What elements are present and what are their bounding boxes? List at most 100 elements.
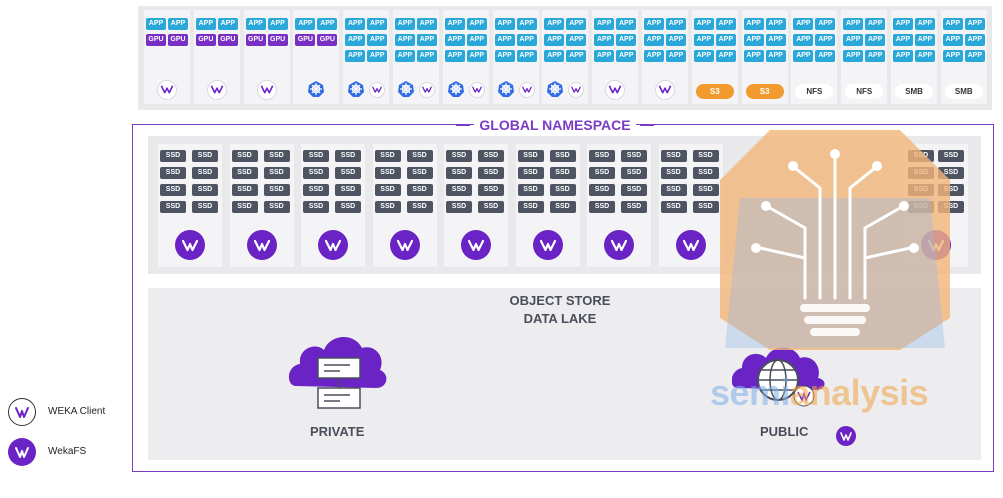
ssd-drive: SSD [303,167,329,179]
app-tag: APP [345,34,366,46]
ssd-drive: SSD [303,201,329,213]
app-tag: APP [146,18,166,30]
ssd-drive: SSD [160,167,186,179]
app-tag: APP [466,50,487,62]
ssd-drive: SSD [478,184,504,196]
app-tag: APP [544,18,565,30]
app-tag: APP [915,50,935,62]
ssd-drive: SSD [549,201,576,213]
wekafs-icon [246,230,277,260]
app-tag: APP [367,18,388,30]
app-tag: APP [915,34,935,46]
weka-client-icon [419,82,435,98]
ssd-drive: SSD [231,201,258,213]
app-tag: APP [942,50,963,62]
ssd-drive: SSD [303,150,329,162]
app-tag: APP [168,18,188,30]
nfs-protocol-badge: NFS [845,84,884,99]
app-tag: APP [865,18,886,30]
ssd-drive: SSD [549,150,576,162]
app-tag: APP [417,50,437,62]
app-tag: APP [444,50,465,62]
app-tag: APP [666,34,686,46]
ssd-drive: SSD [692,184,719,196]
app-tag: APP [693,18,714,30]
ssd-drive: SSD [335,167,361,179]
wekafs-icon [389,230,420,260]
ssd-drive: SSD [335,201,361,213]
ssd-drive: SSD [231,167,258,179]
gpu-tag: GPU [195,34,216,46]
private-label: PRIVATE [310,424,365,439]
ssd-drive: SSD [621,201,647,213]
kubernetes-icon [307,80,325,98]
ssd-drive: SSD [374,167,401,179]
ssd-drive: SSD [263,184,290,196]
ssd-drive: SSD [446,150,472,162]
app-tag: APP [544,34,565,46]
ssd-drive: SSD [374,201,401,213]
server-strip: SSD SSD SSD SSD SSD SSD SSD SSD SSD SSD SSD SSD SSD S… [148,136,981,274]
app-tag: APP [245,18,266,30]
ssd-drive: SSD [374,184,401,196]
app-tag: APP [544,50,565,62]
app-tag: APP [566,18,587,30]
app-tag: APP [267,18,288,30]
app-tag: APP [566,34,587,46]
app-tag: APP [915,18,935,30]
semianalysis-watermark: semianalysis [710,372,929,414]
watermark-part2: analysis [790,372,929,413]
kubernetes-icon [447,80,465,98]
ssd-drive: SSD [621,167,647,179]
app-tag: APP [715,34,736,46]
app-tag: APP [793,50,814,62]
ssd-drive: SSD [335,184,361,196]
app-tag: APP [865,34,886,46]
kubernetes-icon [347,80,365,98]
watermark-part1: semi [710,372,791,413]
ssd-drive: SSD [478,167,504,179]
ssd-drive: SSD [192,167,218,179]
app-tag: APP [417,18,437,30]
app-tag: APP [964,18,985,30]
wekafs-icon [532,230,563,260]
app-tag: APP [395,34,415,46]
ssd-drive: SSD [621,184,647,196]
ssd-drive: SSD [908,167,934,179]
ssd-drive: SSD [589,201,615,213]
app-tag: APP [815,50,836,62]
app-tag: APP [666,50,686,62]
wekafs-legend-icon [8,438,36,466]
ssd-drive: SSD [938,184,964,196]
app-tag: APP [693,34,714,46]
ssd-drive: SSD [406,201,433,213]
app-tag: APP [594,18,615,30]
ssd-drive: SSD [192,201,218,213]
app-tag: APP [367,50,388,62]
app-tag: APP [516,34,537,46]
app-tag: APP [494,34,515,46]
smb-protocol-badge: SMB [944,84,983,99]
s3-protocol-badge: S3 [745,84,784,99]
app-tag: APP [743,50,764,62]
ssd-drive: SSD [160,150,186,162]
gpu-tag: GPU [217,34,238,46]
ssd-drive: SSD [660,184,687,196]
app-tag: APP [466,18,487,30]
ssd-drive: SSD [908,184,934,196]
ssd-drive: SSD [589,150,615,162]
app-tag: APP [395,50,415,62]
app-tag: APP [217,18,238,30]
ssd-drive: SSD [692,150,719,162]
app-tag: APP [616,50,637,62]
gpu-tag: GPU [245,34,266,46]
app-tag: APP [843,50,864,62]
app-tag: APP [367,34,388,46]
ssd-drive: SSD [231,184,258,196]
ssd-drive: SSD [406,150,433,162]
